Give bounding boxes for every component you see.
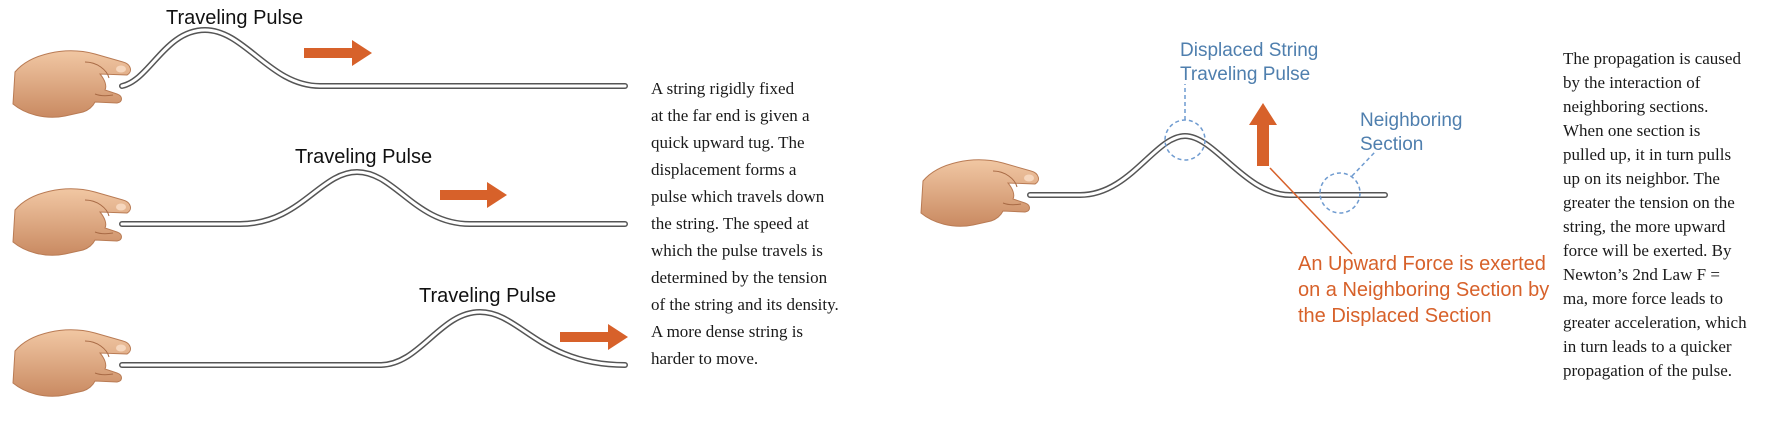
pulse-label-2: Traveling Pulse xyxy=(295,146,432,168)
description-line: harder to move. xyxy=(651,349,758,368)
description-line: string, the more upward xyxy=(1563,217,1726,236)
description-line: of the string and its density. xyxy=(651,295,839,314)
force-leader-line xyxy=(1269,167,1353,255)
pulse-row-1: Traveling Pulse xyxy=(12,7,628,118)
string-1 xyxy=(119,26,628,89)
description-line: in turn leads to a quicker xyxy=(1563,337,1732,356)
left-description: A string rigidly fixed at the far end is… xyxy=(651,79,839,368)
neighbor-leader-line xyxy=(1351,151,1376,177)
description-line: When one section is xyxy=(1563,121,1700,140)
force-label-line: on a Neighboring Section by xyxy=(1298,279,1549,301)
displaced-label-line: Displaced String xyxy=(1180,40,1318,61)
description-line: greater the tension on the xyxy=(1563,193,1735,212)
neighbor-label-line: Section xyxy=(1360,134,1423,155)
description-line: Newton’s 2nd Law F = xyxy=(1563,265,1720,284)
pulse-row-3: Traveling Pulse xyxy=(12,285,628,397)
displaced-label-line: Traveling Pulse xyxy=(1180,64,1310,85)
force-label-line: the Displaced Section xyxy=(1298,305,1491,327)
interaction-diagram: Displaced String Traveling Pulse Neighbo… xyxy=(920,40,1549,327)
right-arrow-icon xyxy=(304,40,372,66)
right-arrow-icon xyxy=(440,182,507,208)
neighbor-section-marker xyxy=(1319,172,1361,214)
pulse-row-2: Traveling Pulse xyxy=(12,146,628,256)
hand-icon xyxy=(12,329,131,397)
up-arrow-icon xyxy=(1249,103,1277,166)
description-line: A string rigidly fixed xyxy=(651,79,795,98)
description-line: the string. The speed at xyxy=(651,214,809,233)
description-line: neighboring sections. xyxy=(1563,97,1708,116)
description-line: determined by the tension xyxy=(651,268,828,287)
string-2 xyxy=(119,168,628,227)
hand-icon xyxy=(920,159,1039,227)
right-description: The propagation is caused by the interac… xyxy=(1563,49,1747,380)
right-arrow-icon xyxy=(560,324,628,350)
description-line: by the interaction of xyxy=(1563,73,1701,92)
description-line: at the far end is given a xyxy=(651,106,810,125)
force-label-line: An Upward Force is exerted xyxy=(1298,253,1546,275)
pulse-label-3: Traveling Pulse xyxy=(419,285,556,307)
hand-icon xyxy=(12,50,131,118)
description-line: up on its neighbor. The xyxy=(1563,169,1720,188)
description-line: which the pulse travels is xyxy=(651,241,823,260)
string-3 xyxy=(119,308,628,368)
description-line: force will be exerted. By xyxy=(1563,241,1732,260)
hand-icon xyxy=(12,188,131,256)
pulse-label-1: Traveling Pulse xyxy=(166,7,303,29)
description-line: ma, more force leads to xyxy=(1563,289,1723,308)
description-line: greater acceleration, which xyxy=(1563,313,1747,332)
neighbor-label-line: Neighboring xyxy=(1360,110,1462,131)
description-line: pulled up, it in turn pulls xyxy=(1563,145,1731,164)
description-line: pulse which travels down xyxy=(651,187,825,206)
description-line: propagation of the pulse. xyxy=(1563,361,1732,380)
description-line: quick upward tug. The xyxy=(651,133,805,152)
description-line: displacement forms a xyxy=(651,160,797,179)
description-line: The propagation is caused xyxy=(1563,49,1741,68)
description-line: A more dense string is xyxy=(651,322,803,341)
